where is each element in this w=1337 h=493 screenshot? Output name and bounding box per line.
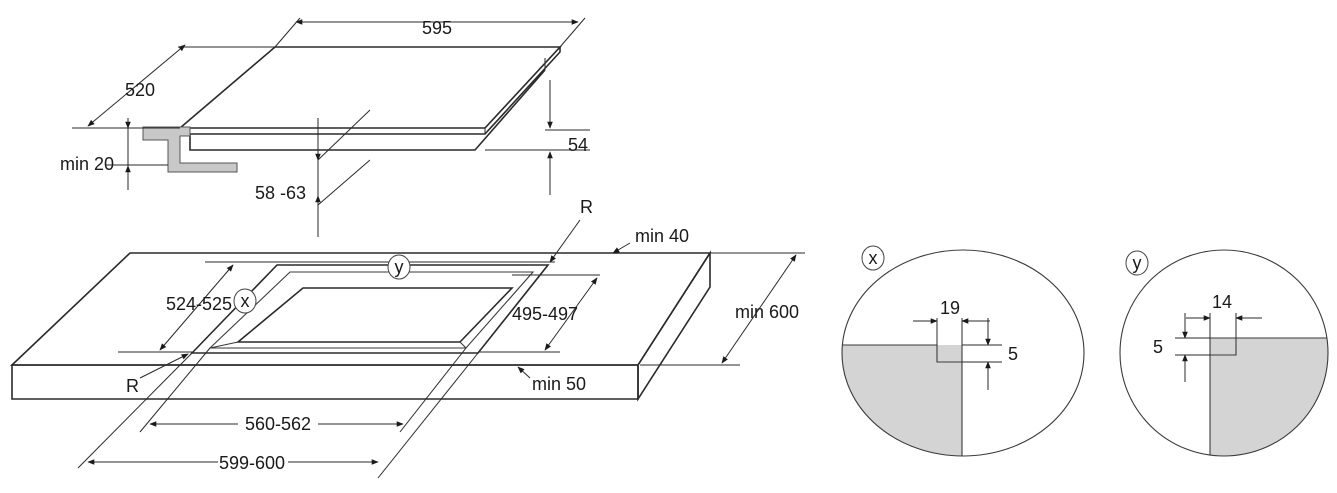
radius-bottom-label: R <box>126 376 139 396</box>
marker-y-badge <box>387 254 411 280</box>
hob-bracket <box>142 126 238 173</box>
detail-x-circle <box>841 249 1085 457</box>
detail-y-depth: 5 <box>1153 337 1163 357</box>
marker-x-label: x <box>241 291 250 311</box>
cutout-step <box>208 271 535 349</box>
dim-depth-line <box>87 44 186 127</box>
cutout-width-outer-label: 599-600 <box>219 453 285 473</box>
detail-x-badge <box>861 245 885 271</box>
cutout-depth-inner-line <box>544 277 598 351</box>
detail-x-width: 19 <box>940 298 960 318</box>
cutout-depth-inner-label: 495-497 <box>512 304 578 324</box>
marker-x-badge <box>233 288 257 314</box>
dim-box-label: 58 -63 <box>255 183 306 203</box>
detail-x <box>841 245 1085 457</box>
cutout-depth-outer-line <box>159 264 234 351</box>
radius-top-label: R <box>580 197 593 217</box>
cutout-opening <box>235 287 514 343</box>
min-depth-label: min 600 <box>735 302 799 322</box>
worktop-drawing <box>9 250 712 402</box>
min-rear-arrow <box>612 242 631 254</box>
min-front-arrow <box>517 366 531 379</box>
detail-y-badge <box>1125 250 1149 276</box>
min-front-label: min 50 <box>532 374 586 394</box>
radius-top-arrow <box>549 219 581 263</box>
min-rear-label: min 40 <box>635 226 689 246</box>
dim-clearance-label: min 20 <box>60 154 114 174</box>
detail-y-marker: y <box>1133 253 1142 273</box>
detail-x-marker: x <box>869 248 878 268</box>
marker-y-label: y <box>395 257 404 277</box>
detail-y-width: 14 <box>1212 292 1232 312</box>
hob-glass-edge <box>179 47 561 135</box>
min-depth-line <box>721 254 797 364</box>
cutout-depth-outer-label: 524-525 <box>166 294 232 314</box>
hob-glass-top <box>177 46 562 129</box>
dim-width-label: 595 <box>422 18 452 38</box>
dim-height-label: 54 <box>568 135 588 155</box>
detail-x-depth: 5 <box>1008 344 1018 364</box>
cutout-width-inner-label: 560-562 <box>245 414 311 434</box>
worktop-side <box>637 250 711 402</box>
radius-bottom-arrow <box>139 353 189 379</box>
detail-y-circle <box>1119 249 1329 457</box>
detail-y <box>1119 249 1329 457</box>
hob-body <box>189 69 546 151</box>
dim-depth-label: 520 <box>125 80 155 100</box>
